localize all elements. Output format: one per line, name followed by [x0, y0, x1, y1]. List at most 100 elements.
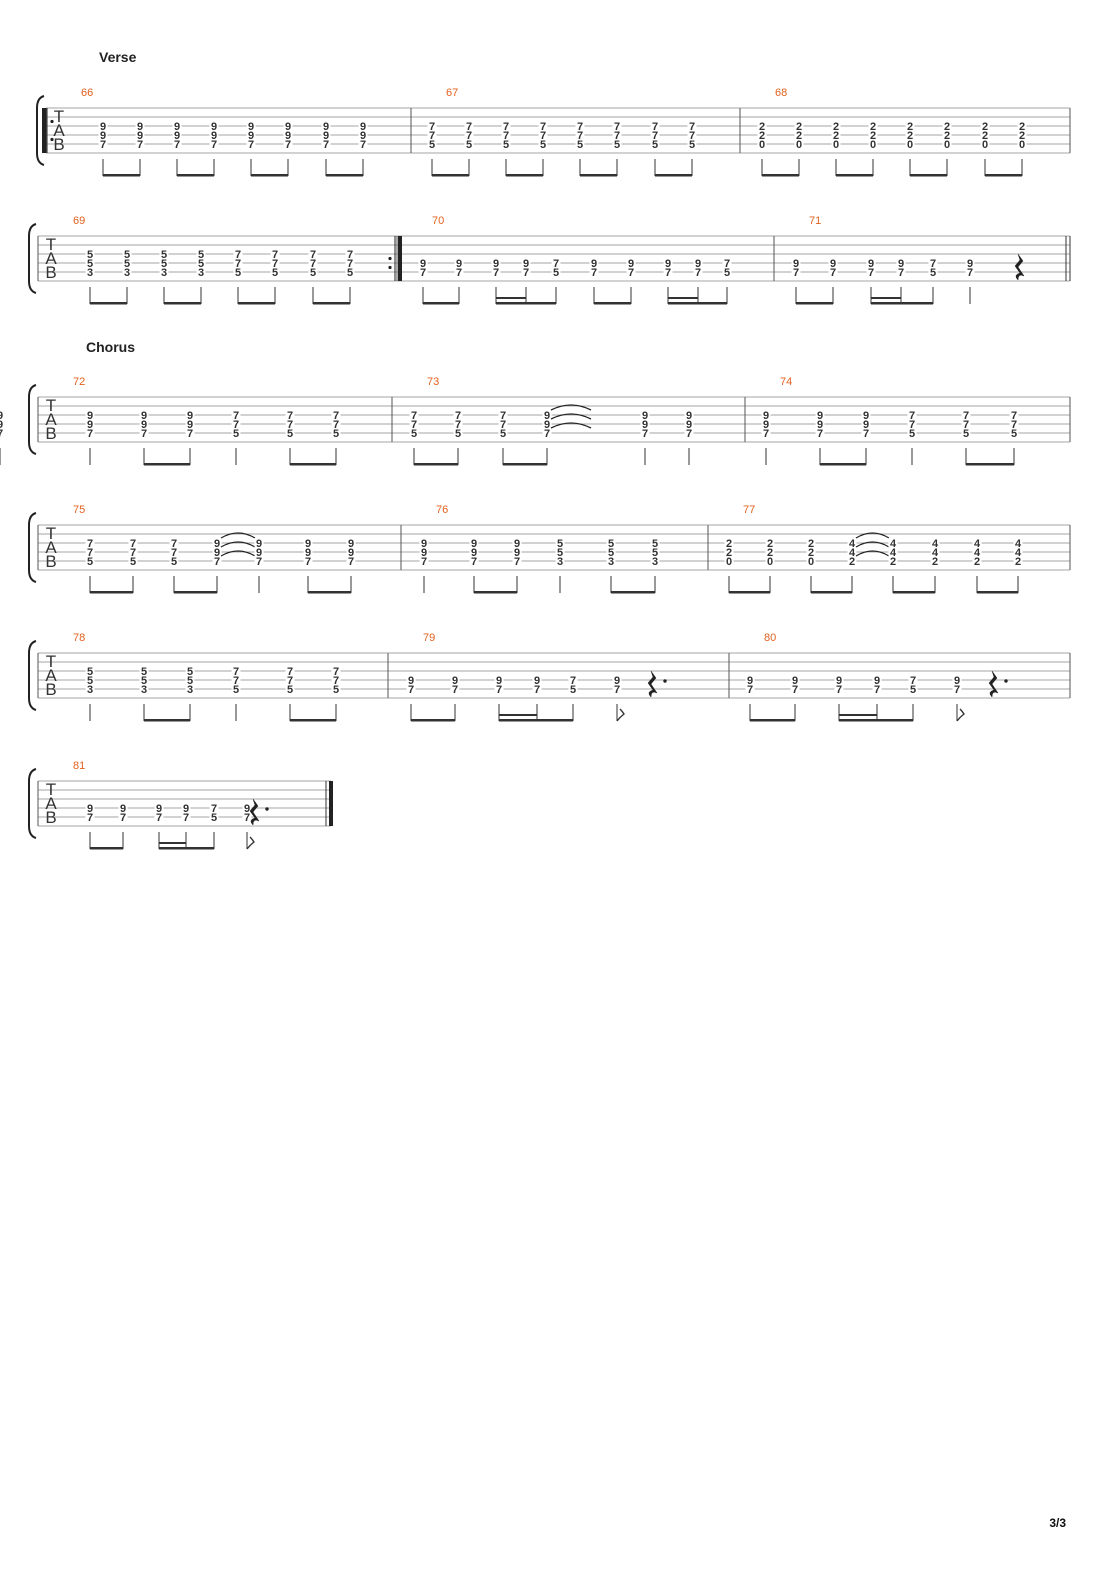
fret-bg [346, 547, 356, 557]
fret-number: 7 [456, 267, 462, 279]
fret-bg [501, 130, 511, 140]
fret-bg [494, 675, 504, 685]
fret-number: 9 [793, 258, 799, 270]
fret-number: 7 [665, 267, 671, 279]
fret-number: 2 [907, 130, 913, 142]
fret-bg [139, 675, 149, 685]
fret-number: 7 [466, 130, 472, 142]
fret-number: 7 [967, 267, 973, 279]
fret-bg [765, 538, 775, 548]
fret-number: 5 [553, 267, 559, 279]
fret-number: 7 [540, 130, 546, 142]
fret-bg [794, 121, 804, 131]
fret-bg [172, 130, 182, 140]
fret-number: 9 [285, 130, 291, 142]
fret-bg [521, 267, 531, 277]
fret-number: 2 [808, 538, 814, 550]
fret-number: 7 [910, 675, 916, 687]
fret-bg [888, 547, 898, 557]
beam-sixteenth [668, 297, 698, 299]
fret-bg [464, 121, 474, 131]
fret-number: 9 [187, 410, 193, 422]
fret-number: 5 [87, 258, 93, 270]
fret-bg [650, 547, 660, 557]
fret-number: 9 [87, 410, 93, 422]
fret-bg [861, 410, 871, 420]
fret-number: 7 [120, 812, 126, 824]
fret-bg [847, 547, 857, 557]
fret-number: 9 [967, 258, 973, 270]
repeat-dot [50, 137, 54, 142]
fret-number: 7 [285, 139, 291, 151]
fret-number: 7 [411, 419, 417, 431]
fret-bg [212, 538, 222, 548]
fret-number: 9 [408, 675, 414, 687]
fret-bg [724, 547, 734, 557]
fret-bg [1009, 410, 1019, 420]
fret-bg [464, 139, 474, 149]
fret-bg [693, 258, 703, 268]
fret-bg [907, 419, 917, 429]
fret-number: 7 [174, 139, 180, 151]
fret-bg [419, 547, 429, 557]
fret-bg [928, 258, 938, 268]
fret-bg [765, 547, 775, 557]
fret-number: 5 [652, 547, 658, 559]
fret-bg [663, 267, 673, 277]
fret-number: 7 [695, 267, 701, 279]
fret-bg [806, 547, 816, 557]
fret-bg [270, 267, 280, 277]
fret-bg [650, 130, 660, 140]
fret-bg [538, 130, 548, 140]
fret-bg [285, 675, 295, 685]
fret-bg [209, 121, 219, 131]
fret-bg [283, 121, 293, 131]
fret-number: 0 [767, 556, 773, 568]
fret-bg [454, 258, 464, 268]
fret-bg [118, 803, 128, 813]
fret-number: 9 [305, 547, 311, 559]
repeat-end-bar [398, 236, 402, 281]
fret-number: 7 [466, 121, 472, 133]
fret-number: 5 [930, 267, 936, 279]
beam [313, 302, 350, 305]
fret-number: 9 [141, 419, 147, 431]
beam [977, 591, 1018, 594]
fret-number: 2 [833, 130, 839, 142]
fret-bg [794, 139, 804, 149]
fret-number: 9 [863, 419, 869, 431]
fret-number: 5 [608, 547, 614, 559]
fret-number: 5 [124, 258, 130, 270]
fret-number: 9 [544, 410, 550, 422]
fret-number: 9 [665, 258, 671, 270]
fret-bg [85, 675, 95, 685]
fret-bg [861, 419, 871, 429]
measure-number: 68 [775, 87, 787, 99]
fret-bg [453, 410, 463, 420]
fret-number: 9 [323, 130, 329, 142]
fret-bg [453, 428, 463, 438]
fret-bg [185, 428, 195, 438]
fret-bg [454, 267, 464, 277]
fret-bg [331, 410, 341, 420]
fret-bg [185, 666, 195, 676]
fret-bg [419, 556, 429, 566]
beam [164, 302, 201, 305]
fret-number: 5 [1011, 428, 1017, 440]
fret-bg [650, 538, 660, 548]
fret-number: 7 [420, 267, 426, 279]
fret-bg [905, 139, 915, 149]
fret-bg [172, 139, 182, 149]
fret-bg [450, 684, 460, 694]
fret-number: 9 [817, 410, 823, 422]
fret-number: 2 [870, 130, 876, 142]
fret-bg [85, 666, 95, 676]
beam [90, 591, 133, 594]
fret-bg [85, 556, 95, 566]
fret-number: 9 [642, 419, 648, 431]
fret-number: 7 [452, 684, 458, 696]
fret-number: 3 [161, 267, 167, 279]
fret-number: 9 [87, 803, 93, 815]
fret-bg [331, 684, 341, 694]
beam [820, 463, 866, 466]
